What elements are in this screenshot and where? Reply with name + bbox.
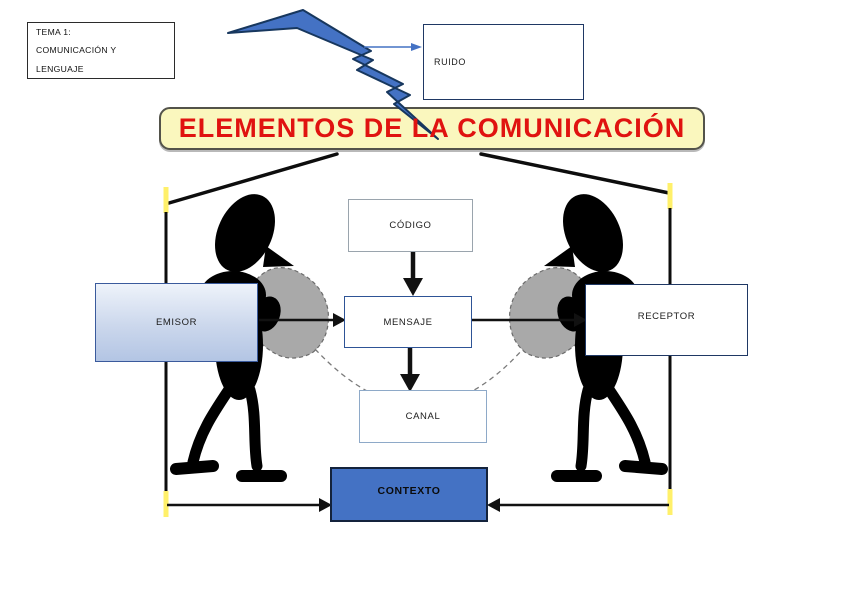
- tema-box: TEMA 1: COMUNICACIÓN Y LENGUAJE: [27, 22, 175, 79]
- node-canal-label: CANAL: [405, 411, 441, 422]
- node-mensaje: MENSAJE: [344, 296, 472, 348]
- node-ruido-label: RUIDO: [434, 57, 466, 67]
- node-ruido: RUIDO: [423, 24, 584, 100]
- node-canal: CANAL: [359, 390, 487, 443]
- roof-line-right: [479, 152, 671, 195]
- node-receptor-label: RECEPTOR: [637, 310, 696, 322]
- node-codigo: CÓDIGO: [348, 199, 473, 252]
- arrowhead-contexto-right: [487, 498, 500, 512]
- node-emisor-label: EMISOR: [155, 317, 198, 328]
- arrowhead-mensaje-top: [403, 278, 423, 296]
- node-contexto-label: CONTEXTO: [377, 484, 441, 497]
- node-codigo-label: CÓDIGO: [389, 220, 432, 231]
- node-receptor: RECEPTOR: [585, 284, 748, 356]
- page-title: ELEMENTOS DE LA COMUNICACIÓN: [178, 113, 686, 143]
- node-mensaje-label: MENSAJE: [383, 316, 433, 328]
- arrowhead-ruido: [411, 43, 422, 51]
- tema-line2: COMUNICACIÓN Y LENGUAJE: [36, 45, 117, 74]
- roof-line-left: [167, 152, 339, 205]
- tema-line1: TEMA 1:: [36, 27, 72, 38]
- node-contexto: CONTEXTO: [330, 467, 488, 522]
- node-emisor: EMISOR: [95, 283, 258, 362]
